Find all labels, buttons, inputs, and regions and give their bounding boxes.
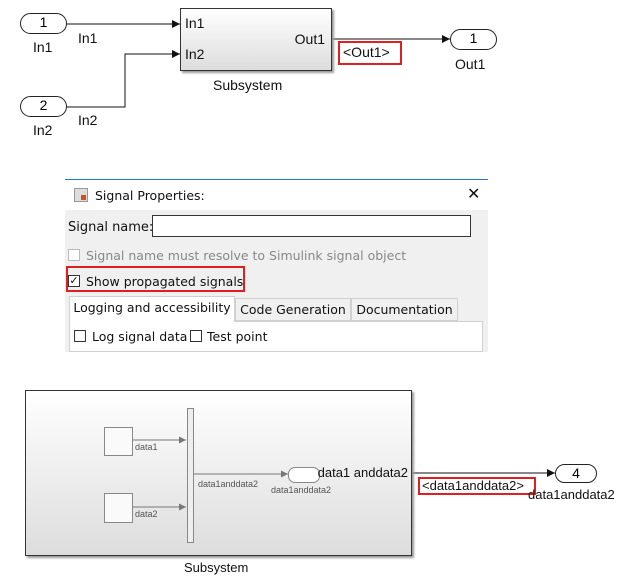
subsystem-name-bottom: Subsystem [184, 560, 249, 575]
subsystem-block-expanded[interactable]: data1 data2 data1anddata2 data1anddata2 … [25, 390, 412, 556]
test-point-checkbox[interactable] [190, 330, 202, 342]
outport-4-name: data1anddata2 [528, 487, 615, 502]
log-signal-data-checkbox[interactable] [74, 330, 86, 342]
signal-name-input[interactable] [152, 215, 471, 237]
dialog-titlebar [65, 180, 488, 210]
tab-logging[interactable]: Logging and accessibility [69, 296, 235, 322]
inner-outport[interactable] [288, 467, 320, 483]
from-block-1[interactable] [104, 427, 133, 456]
port-label-out1: Out1 [294, 31, 325, 47]
port-label-in1: In1 [185, 15, 205, 31]
tab-code-generation[interactable]: Code Generation [235, 298, 351, 321]
tab-documentation[interactable]: Documentation [351, 298, 458, 321]
port-label-out: data1 anddata2 [317, 465, 408, 480]
signal-properties-dialog: Signal Properties: ✕ Signal name: Signal… [65, 179, 488, 352]
outport-1[interactable]: 1 [450, 29, 497, 50]
inport-1[interactable]: 1 [20, 13, 67, 34]
port-label-in2: In2 [185, 46, 205, 62]
signal-label-in1: In1 [78, 30, 98, 46]
propagated-signal-label: <Out1> [343, 44, 390, 60]
resolve-checkbox-label: Signal name must resolve to Simulink sig… [86, 248, 407, 263]
show-propagated-checkbox[interactable]: ✓ [68, 274, 80, 287]
highlight-box [418, 477, 536, 495]
subsystem-block[interactable]: In1 In2 Out1 [180, 8, 332, 71]
signal-label-bus: data1anddata2 [198, 479, 259, 489]
outport-1-name: Out1 [455, 56, 486, 72]
show-propagated-label: Show propagated signals [86, 274, 244, 289]
propagated-signal-label-bottom: <data1anddata2> [422, 478, 524, 493]
dialog-title: Signal Properties: [95, 188, 205, 203]
app-icon [74, 188, 88, 202]
bus-creator[interactable] [187, 408, 194, 543]
inner-lines [131, 436, 288, 511]
resolve-checkbox[interactable] [68, 249, 80, 261]
highlight-box [338, 41, 402, 65]
signal-name-label: Signal name: [68, 220, 154, 235]
highlight-box [66, 266, 245, 292]
line-in2 [67, 50, 180, 108]
inport-1-name: In1 [33, 39, 53, 55]
inner-outport-name: data1anddata2 [271, 485, 332, 495]
outport-4[interactable]: 4 [555, 464, 597, 483]
inport-2[interactable]: 2 [20, 96, 67, 117]
signal-label-data1: data1 [135, 442, 158, 452]
signal-label-in2: In2 [78, 112, 98, 128]
inport-2-name: In2 [33, 122, 53, 138]
log-signal-data-label: Log signal data [92, 329, 188, 344]
subsystem-name: Subsystem [213, 77, 283, 93]
tab-panel [69, 321, 483, 352]
from-block-2[interactable] [104, 493, 133, 523]
test-point-label: Test point [207, 329, 268, 344]
close-icon[interactable]: ✕ [467, 184, 481, 203]
signal-label-data2: data2 [135, 509, 158, 519]
